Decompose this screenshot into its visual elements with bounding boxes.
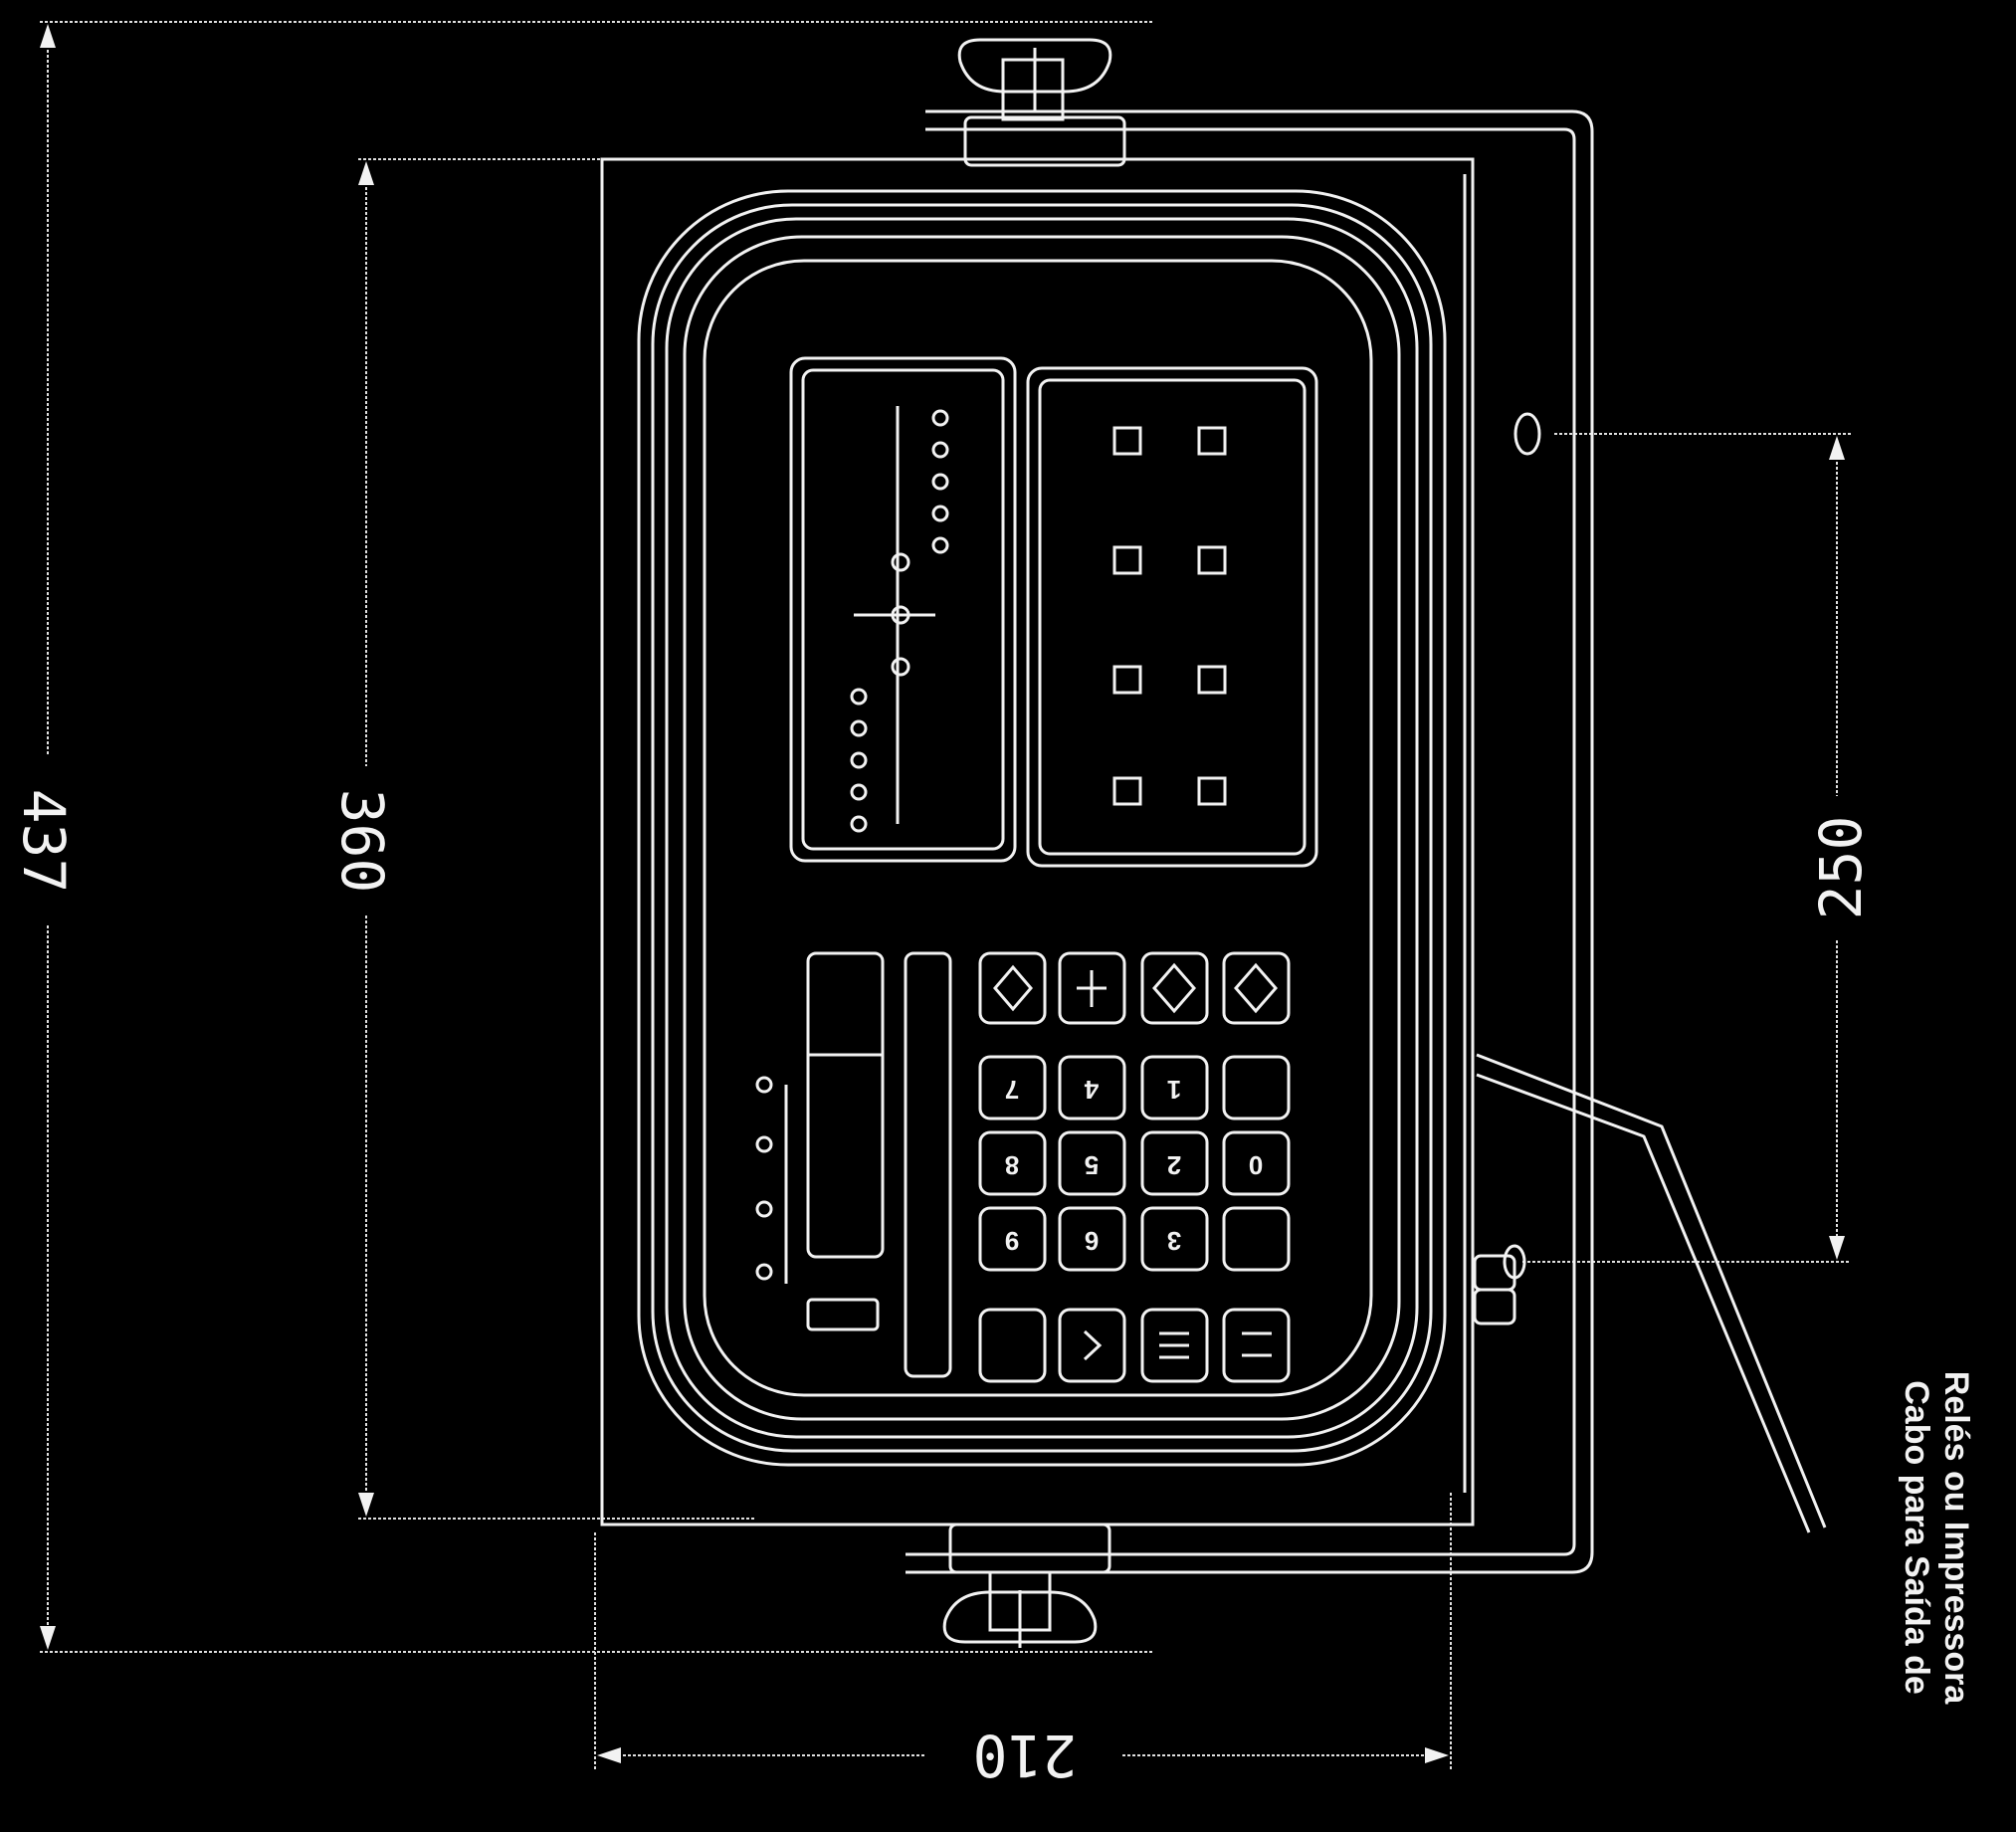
dimension-overall-height-label: 437 — [10, 789, 78, 894]
key-icon[interactable] — [1058, 1308, 1126, 1383]
key-5[interactable] — [1058, 1130, 1126, 1196]
key-8[interactable] — [978, 1130, 1047, 1196]
knob-icon — [957, 38, 1126, 167]
dimension-body-width-label: 210 — [973, 1722, 1078, 1789]
led-icon — [1112, 426, 1227, 806]
key-icon[interactable] — [1140, 1308, 1209, 1383]
key-7-label: 7 — [1005, 1075, 1019, 1105]
key-blank-b[interactable] — [1222, 1206, 1291, 1272]
dimension-mount-spacing-label: 250 — [1807, 816, 1875, 920]
key-9[interactable] — [978, 1206, 1047, 1272]
dimension-overall-height: 437 — [10, 21, 1154, 1653]
dimension-body-width: 210 — [594, 1493, 1452, 1789]
key-6[interactable] — [1058, 1206, 1126, 1272]
key-icon[interactable] — [1140, 951, 1209, 1025]
key-2-label: 2 — [1167, 1150, 1181, 1180]
key-icon[interactable] — [1222, 951, 1291, 1025]
key-blank-a[interactable] — [1222, 1055, 1291, 1120]
key-7[interactable] — [978, 1055, 1047, 1120]
key-icon[interactable] — [978, 951, 1047, 1025]
enclosure-body — [600, 157, 1475, 1527]
key-icon[interactable] — [1222, 1308, 1291, 1383]
key-0[interactable] — [1222, 1130, 1291, 1196]
key-0-label: 0 — [1249, 1150, 1263, 1180]
callout-line1: Cabo para Saída de — [1898, 1380, 1935, 1695]
key-8-label: 8 — [1005, 1150, 1019, 1180]
key-9-label: 9 — [1005, 1226, 1019, 1256]
function-keys — [978, 951, 1291, 1025]
dimension-body-height: 360 — [328, 158, 756, 1520]
key-2[interactable] — [1140, 1130, 1209, 1196]
display-window — [789, 356, 1017, 863]
cable-icon — [1473, 1053, 1827, 1533]
key-1-label: 1 — [1167, 1075, 1181, 1105]
key-4-label: 4 — [1084, 1075, 1099, 1105]
callout-line2: Relés ou Impressora — [1937, 1371, 1975, 1706]
led-icon — [850, 409, 949, 833]
key-4[interactable] — [1058, 1055, 1126, 1120]
key-6-label: 6 — [1085, 1226, 1099, 1256]
key-1[interactable] — [1140, 1055, 1209, 1120]
dimension-mount-spacing: 250 — [1522, 433, 1875, 1263]
paper-slot — [904, 951, 952, 1378]
key-5-label: 5 — [1085, 1150, 1099, 1180]
numeric-keypad: 7 8 9 4 5 6 1 2 3 0 — [978, 1055, 1291, 1272]
mount-hole-icon — [1513, 412, 1541, 456]
front-panel-frame — [637, 189, 1447, 1467]
label-strip — [755, 951, 885, 1331]
key-icon[interactable] — [1058, 951, 1126, 1025]
key-icon[interactable] — [978, 1308, 1047, 1383]
knob-icon — [942, 1523, 1111, 1648]
indicator-window — [1026, 366, 1318, 868]
key-3-label: 3 — [1167, 1226, 1181, 1256]
key-3[interactable] — [1140, 1206, 1209, 1272]
control-keys — [978, 1308, 1291, 1383]
mounting-bracket — [906, 109, 1594, 1574]
cable-callout: Cabo para Saída de Relés ou Impressora — [1898, 1371, 1975, 1706]
dimension-body-height-label: 360 — [328, 789, 396, 894]
